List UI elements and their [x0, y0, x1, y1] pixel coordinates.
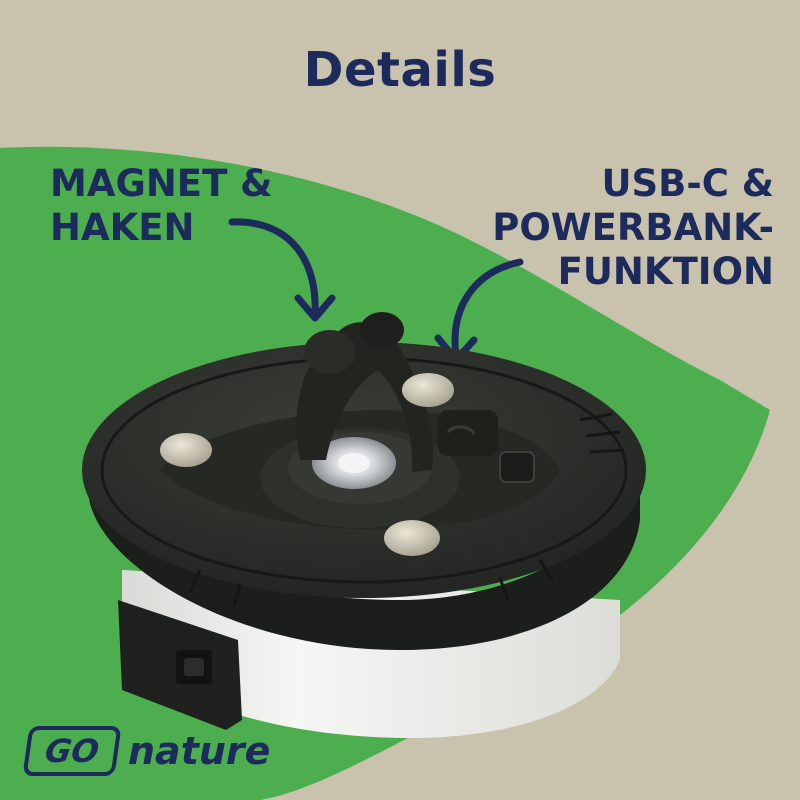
brand-logo: GO nature: [22, 724, 271, 778]
logo-name: nature: [128, 729, 271, 773]
lantern-lamp: [82, 312, 646, 738]
callout-magnet-hook: MAGNET & HAKEN: [50, 162, 272, 250]
lamp-rim: [88, 470, 640, 650]
page-title: Details: [303, 42, 497, 98]
callout-line: HAKEN: [50, 206, 195, 249]
magnet-front: [384, 520, 440, 556]
callout-usb-powerbank: USB-C & POWERBANK- FUNKTION: [492, 162, 774, 294]
usb-port-cover: [438, 410, 498, 456]
logo-badge: GO: [22, 726, 122, 776]
callout-line: MAGNET &: [50, 162, 273, 205]
callout-line: USB-C &: [601, 162, 774, 205]
magnet-top: [402, 373, 454, 407]
callout-line: FUNKTION: [557, 250, 774, 293]
arrow-to-handle: [228, 218, 336, 322]
power-button: [499, 451, 535, 483]
callout-line: POWERBANK-: [492, 206, 774, 249]
magnet-left: [160, 433, 212, 467]
